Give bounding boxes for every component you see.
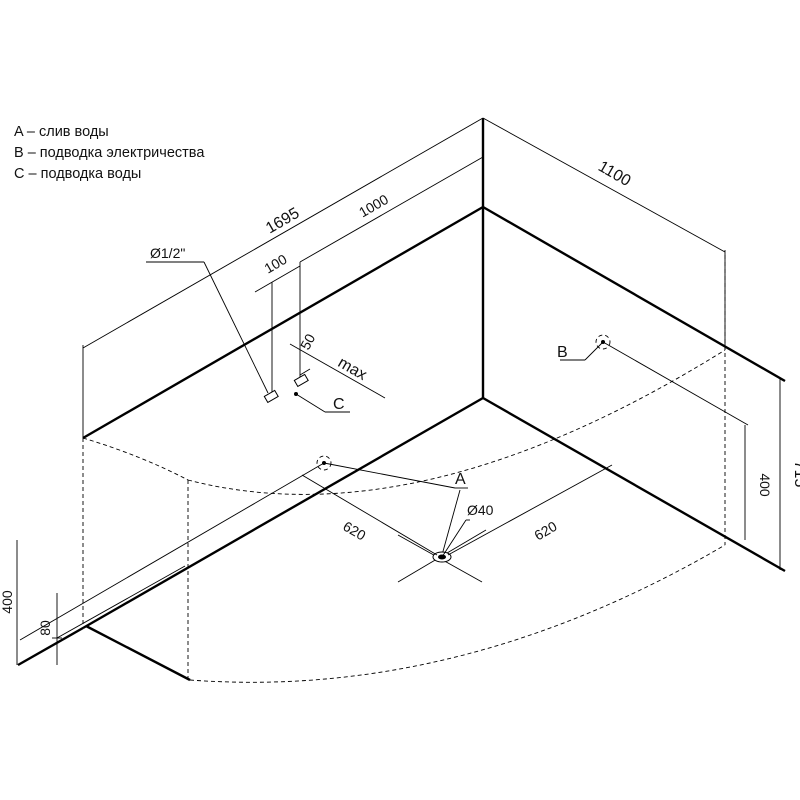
dimension-line	[289, 343, 386, 399]
tub-rim-left	[82, 437, 189, 481]
drain-diameter-label: Ø40	[467, 502, 494, 518]
dimension-label: 1695	[263, 205, 302, 238]
dimension-label: 715	[791, 461, 800, 488]
leader-line	[441, 489, 461, 556]
marker-b-label: B	[557, 344, 568, 361]
dimension-label: 400	[0, 590, 15, 614]
tub-bottom-curve	[189, 544, 726, 683]
extension-line	[56, 565, 186, 639]
leader-line	[584, 341, 604, 361]
dimension-label: 620	[531, 518, 559, 544]
overflow-drain-icon	[316, 455, 332, 471]
left-wall-rim	[82, 205, 484, 440]
dimension-line	[301, 474, 438, 556]
dimension-1000: 1000	[299, 156, 484, 263]
dimension-label: 100	[261, 251, 289, 277]
dimension-100: 100 Ø1/2"	[146, 245, 301, 404]
right-wall-rim	[482, 205, 786, 383]
dimension-label: 1100	[595, 158, 633, 190]
legend: A – слив воды B – подводка электричества…	[14, 122, 204, 185]
leader-line	[323, 462, 456, 489]
water-outlet-fitting	[293, 373, 309, 388]
marker-b: B	[557, 334, 749, 426]
dimension-label: 80	[37, 620, 53, 636]
leader-line	[203, 261, 269, 394]
extension-line	[602, 341, 749, 426]
dimension-80: 80	[37, 565, 186, 665]
left-floor-extension	[17, 626, 84, 667]
dimension-50-max: 50 max	[289, 331, 386, 399]
left-wall-floor	[82, 396, 484, 630]
marker-a-label: A	[455, 471, 466, 488]
leader-line	[441, 519, 467, 558]
tub-rim-curve	[187, 349, 726, 495]
pipe-diameter-label: Ø1/2"	[150, 245, 185, 261]
tick	[299, 368, 311, 376]
dimension-label: 620	[340, 518, 368, 544]
marker-c-label: C	[333, 396, 345, 413]
right-wall-floor	[482, 396, 786, 573]
marker-a: A	[19, 455, 468, 641]
marker-c: C	[294, 392, 350, 413]
dimension-label: 50	[297, 331, 319, 352]
dimension-715: 715	[779, 378, 800, 570]
dimension-1100: 1100	[482, 117, 726, 350]
dimension-1695: 1695	[82, 117, 484, 438]
dimension-line	[447, 464, 613, 556]
leader-line	[295, 393, 326, 413]
dimension-label: 400	[757, 473, 773, 497]
tub-outline	[82, 255, 726, 683]
dimension-line	[254, 265, 301, 293]
dimension-label: 1000	[356, 191, 391, 221]
legend-water: C – подводка воды	[14, 166, 142, 182]
electric-outlet-icon	[595, 334, 611, 350]
dimension-line	[299, 156, 484, 263]
legend-electricity: B – подводка электричества	[14, 145, 205, 161]
legend-drain: A – слив воды	[14, 124, 109, 140]
dimension-line	[482, 117, 726, 253]
water-inlet-fitting	[263, 389, 279, 404]
dimension-400-left: 400	[0, 540, 18, 665]
dimension-line	[82, 117, 484, 349]
extension-line	[19, 462, 325, 641]
tub-front-foot	[85, 624, 191, 682]
dimension-400-right: 400	[744, 425, 773, 540]
